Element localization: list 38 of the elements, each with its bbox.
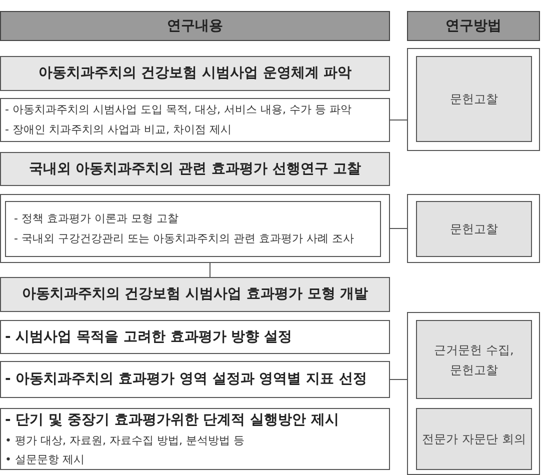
title-box <box>0 277 390 312</box>
method-text: 문헌고찰 <box>450 221 498 238</box>
list-item: - 장애인 치과주치의 사업과 비교, 차이점 제시 <box>5 122 232 138</box>
content-frame <box>0 194 390 263</box>
list-item: - 정책 효과평가 이론과 모형 고찰 <box>14 211 180 227</box>
method-text: 근거문헌 수집, 문헌고찰 <box>434 342 514 378</box>
connector-line <box>390 379 408 380</box>
title-text: 국내외 아동치과주치의 관련 효과평가 선행연구 고찰 <box>28 160 362 178</box>
list-item: - 단기 및 중장기 효과평가위한 단계적 실행방안 제시 <box>5 411 340 430</box>
list-item: • 평가 대상, 자료원, 자료수집 방법, 분석방법 등 <box>5 433 246 449</box>
content-box <box>0 408 390 470</box>
content-box <box>0 98 390 142</box>
method-frame <box>407 48 540 151</box>
content-box <box>5 201 381 257</box>
title-text: 아동치과주치의 건강보험 시범사업 효과평가 모형 개발 <box>22 285 368 304</box>
connector-line <box>390 228 408 229</box>
header-bar <box>407 11 540 41</box>
list-item: - 시범사업 목적을 고려한 효과평가 방향 설정 <box>5 328 294 346</box>
method-box <box>416 320 532 399</box>
list-item: • 설문문항 제시 <box>5 452 86 468</box>
method-frame <box>407 312 540 475</box>
content-box <box>0 361 390 398</box>
method-frame <box>407 194 540 263</box>
content-box <box>0 320 390 354</box>
method-box <box>416 408 532 470</box>
method-box <box>416 56 532 142</box>
header-text: 연구방법 <box>446 16 502 36</box>
method-text: 문헌고찰 <box>450 91 498 108</box>
title-text: 아동치과주치의 건강보험 시범사업 운영체계 파악 <box>38 64 352 83</box>
title-box <box>0 152 390 186</box>
header-bar <box>0 11 390 41</box>
method-text: 전문가 자문단 회의 <box>422 431 526 448</box>
method-box <box>416 201 532 257</box>
list-item: - 아동치과주치의 시범사업 도입 목적, 대상, 서비스 내용, 수가 등 파악 <box>5 102 352 118</box>
list-item: - 국내외 구강건강관리 또는 아동치과주치의 관련 효과평가 사례 조사 <box>14 231 355 247</box>
title-box <box>0 56 390 91</box>
list-item: - 아동치과주치의 효과평가 영역 설정과 영역별 지표 선정 <box>5 370 368 389</box>
header-text: 연구내용 <box>167 16 223 36</box>
